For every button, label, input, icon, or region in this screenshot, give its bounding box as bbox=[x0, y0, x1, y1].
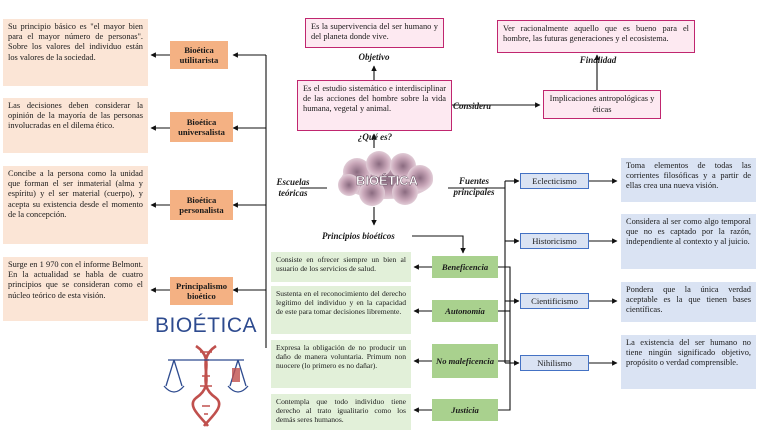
dna-scale-icon bbox=[163, 344, 249, 427]
principle-beneficencia: Beneficencia bbox=[432, 256, 498, 278]
objective-label: Objetivo bbox=[358, 52, 390, 62]
autonomia-description: Sustenta en el reconocimiento del derech… bbox=[271, 286, 411, 334]
school-utilitarista: Bioética utilitarista bbox=[170, 41, 228, 69]
objective-text: Es la supervivencia del ser humano y del… bbox=[305, 18, 444, 48]
principle-no-maleficencia: No maleficencia bbox=[432, 344, 498, 378]
justicia-description: Contempla que todo individuo tiene derec… bbox=[271, 394, 411, 430]
fuente-nihilismo: Nihilismo bbox=[520, 355, 589, 371]
utilitarista-description: Su principio básico es "el mayor bien pa… bbox=[3, 19, 148, 86]
universalista-description: Las decisiones deben considerar la opini… bbox=[3, 98, 148, 153]
no-maleficencia-description: Expresa la obligación de no producir un … bbox=[271, 340, 411, 388]
principios-label: Principios bioéticos bbox=[322, 231, 395, 241]
beneficencia-description: Consiste en ofrecer siempre un bien al u… bbox=[271, 252, 411, 282]
fuente-historicismo: Historicismo bbox=[520, 233, 589, 249]
principle-justicia: Justicia bbox=[432, 399, 498, 421]
definition-text: Es el estudio sistemático e interdiscipl… bbox=[297, 80, 452, 131]
cientificismo-description: Pondera que la única verdad aceptable es… bbox=[621, 282, 756, 322]
implicaciones-box: Implicaciones antropológicas y éticas bbox=[543, 90, 661, 119]
center-cloud: BIOÉTICA bbox=[338, 151, 433, 206]
considera-label: Considera bbox=[453, 101, 492, 111]
question-label: ¿Qué es? bbox=[357, 132, 393, 142]
eclecticismo-description: Toma elementos de todas las corrientes f… bbox=[621, 158, 756, 202]
principalismo-description: Surge en 1 970 con el informe Belmont. E… bbox=[3, 257, 148, 321]
finalidad-text: Ver racionalmente aquello que es bueno p… bbox=[497, 20, 695, 53]
logo-title: BIOÉTICA bbox=[154, 314, 258, 337]
nihilismo-description: La existencia del ser humano no tiene ni… bbox=[621, 335, 756, 389]
center-title: BIOÉTICA bbox=[356, 173, 419, 188]
finalidad-label: Finalidad bbox=[579, 55, 617, 65]
fuente-eclecticismo: Eclecticismo bbox=[520, 173, 589, 189]
fuentes-label: Fuentes principales bbox=[453, 176, 495, 197]
personalista-description: Concibe a la persona como la unidad que … bbox=[3, 166, 148, 244]
fuente-cientificismo: Cientificismo bbox=[520, 293, 589, 309]
historicismo-description: Considera al ser como algo temporal que … bbox=[621, 214, 756, 269]
school-universalista: Bioética universalista bbox=[170, 112, 233, 142]
school-personalista: Bioética personalista bbox=[170, 190, 233, 220]
school-principalismo: Principalismo bioético bbox=[170, 277, 233, 305]
principle-autonomia: Autonomía bbox=[432, 300, 498, 322]
escuelas-label: Escuelas teóricas bbox=[276, 177, 310, 198]
